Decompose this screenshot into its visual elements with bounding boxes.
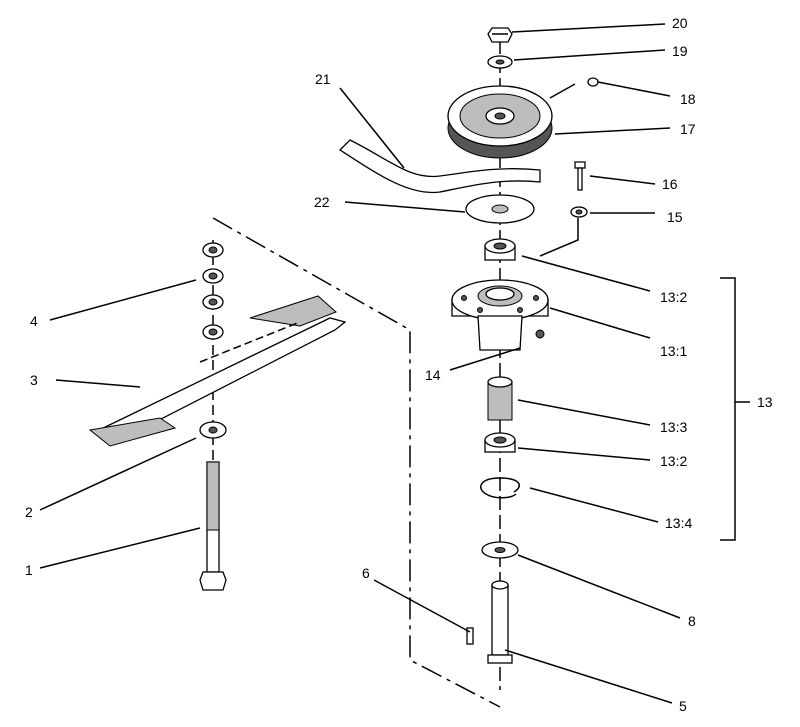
key (466, 627, 474, 645)
callout-20: 20 (672, 15, 688, 31)
leader-lines (39, 23, 681, 704)
grease-fitting (587, 77, 599, 87)
callout-22: 22 (314, 194, 330, 210)
top-washer (487, 55, 513, 69)
assembly-link-line (212, 217, 501, 708)
callout-14: 14 (425, 367, 441, 383)
bearing-spacer (487, 376, 513, 421)
spacer-washer (465, 194, 535, 224)
callout-15: 15 (667, 209, 683, 225)
callout-13-2-lower: 13:2 (660, 453, 687, 469)
callout-2: 2 (25, 504, 33, 520)
callout-1: 1 (25, 562, 33, 578)
spindle-shaft (487, 580, 513, 664)
blade-bolt (199, 461, 227, 591)
callout-4: 4 (30, 313, 38, 329)
callout-8: 8 (688, 613, 696, 629)
callout-21: 21 (315, 71, 331, 87)
blade (88, 295, 347, 447)
callout-13-2-upper: 13:2 (660, 289, 687, 305)
lower-bearing (484, 432, 516, 453)
pulley (447, 85, 553, 159)
upper-bearing (484, 238, 516, 261)
callout-19: 19 (672, 43, 688, 59)
small-bolt (574, 161, 586, 191)
callout-5: 5 (679, 698, 687, 714)
nut (487, 27, 513, 43)
group-bracket (720, 277, 736, 541)
shaft-washer (481, 541, 519, 559)
callout-18: 18 (680, 91, 696, 107)
blade-washer (199, 421, 227, 439)
callout-13-3: 13:3 (660, 419, 687, 435)
callout-16: 16 (662, 176, 678, 192)
washer-stack (202, 242, 224, 340)
small-washer (570, 206, 588, 218)
snap-ring (480, 477, 520, 499)
spindle-housing (451, 279, 549, 351)
callout-6: 6 (362, 565, 370, 581)
callout-13-1: 13:1 (660, 343, 687, 359)
callout-3: 3 (30, 372, 38, 388)
callout-13: 13 (757, 394, 773, 410)
belt (338, 139, 541, 194)
callout-17: 17 (680, 121, 696, 137)
callout-13-4: 13:4 (665, 515, 692, 531)
